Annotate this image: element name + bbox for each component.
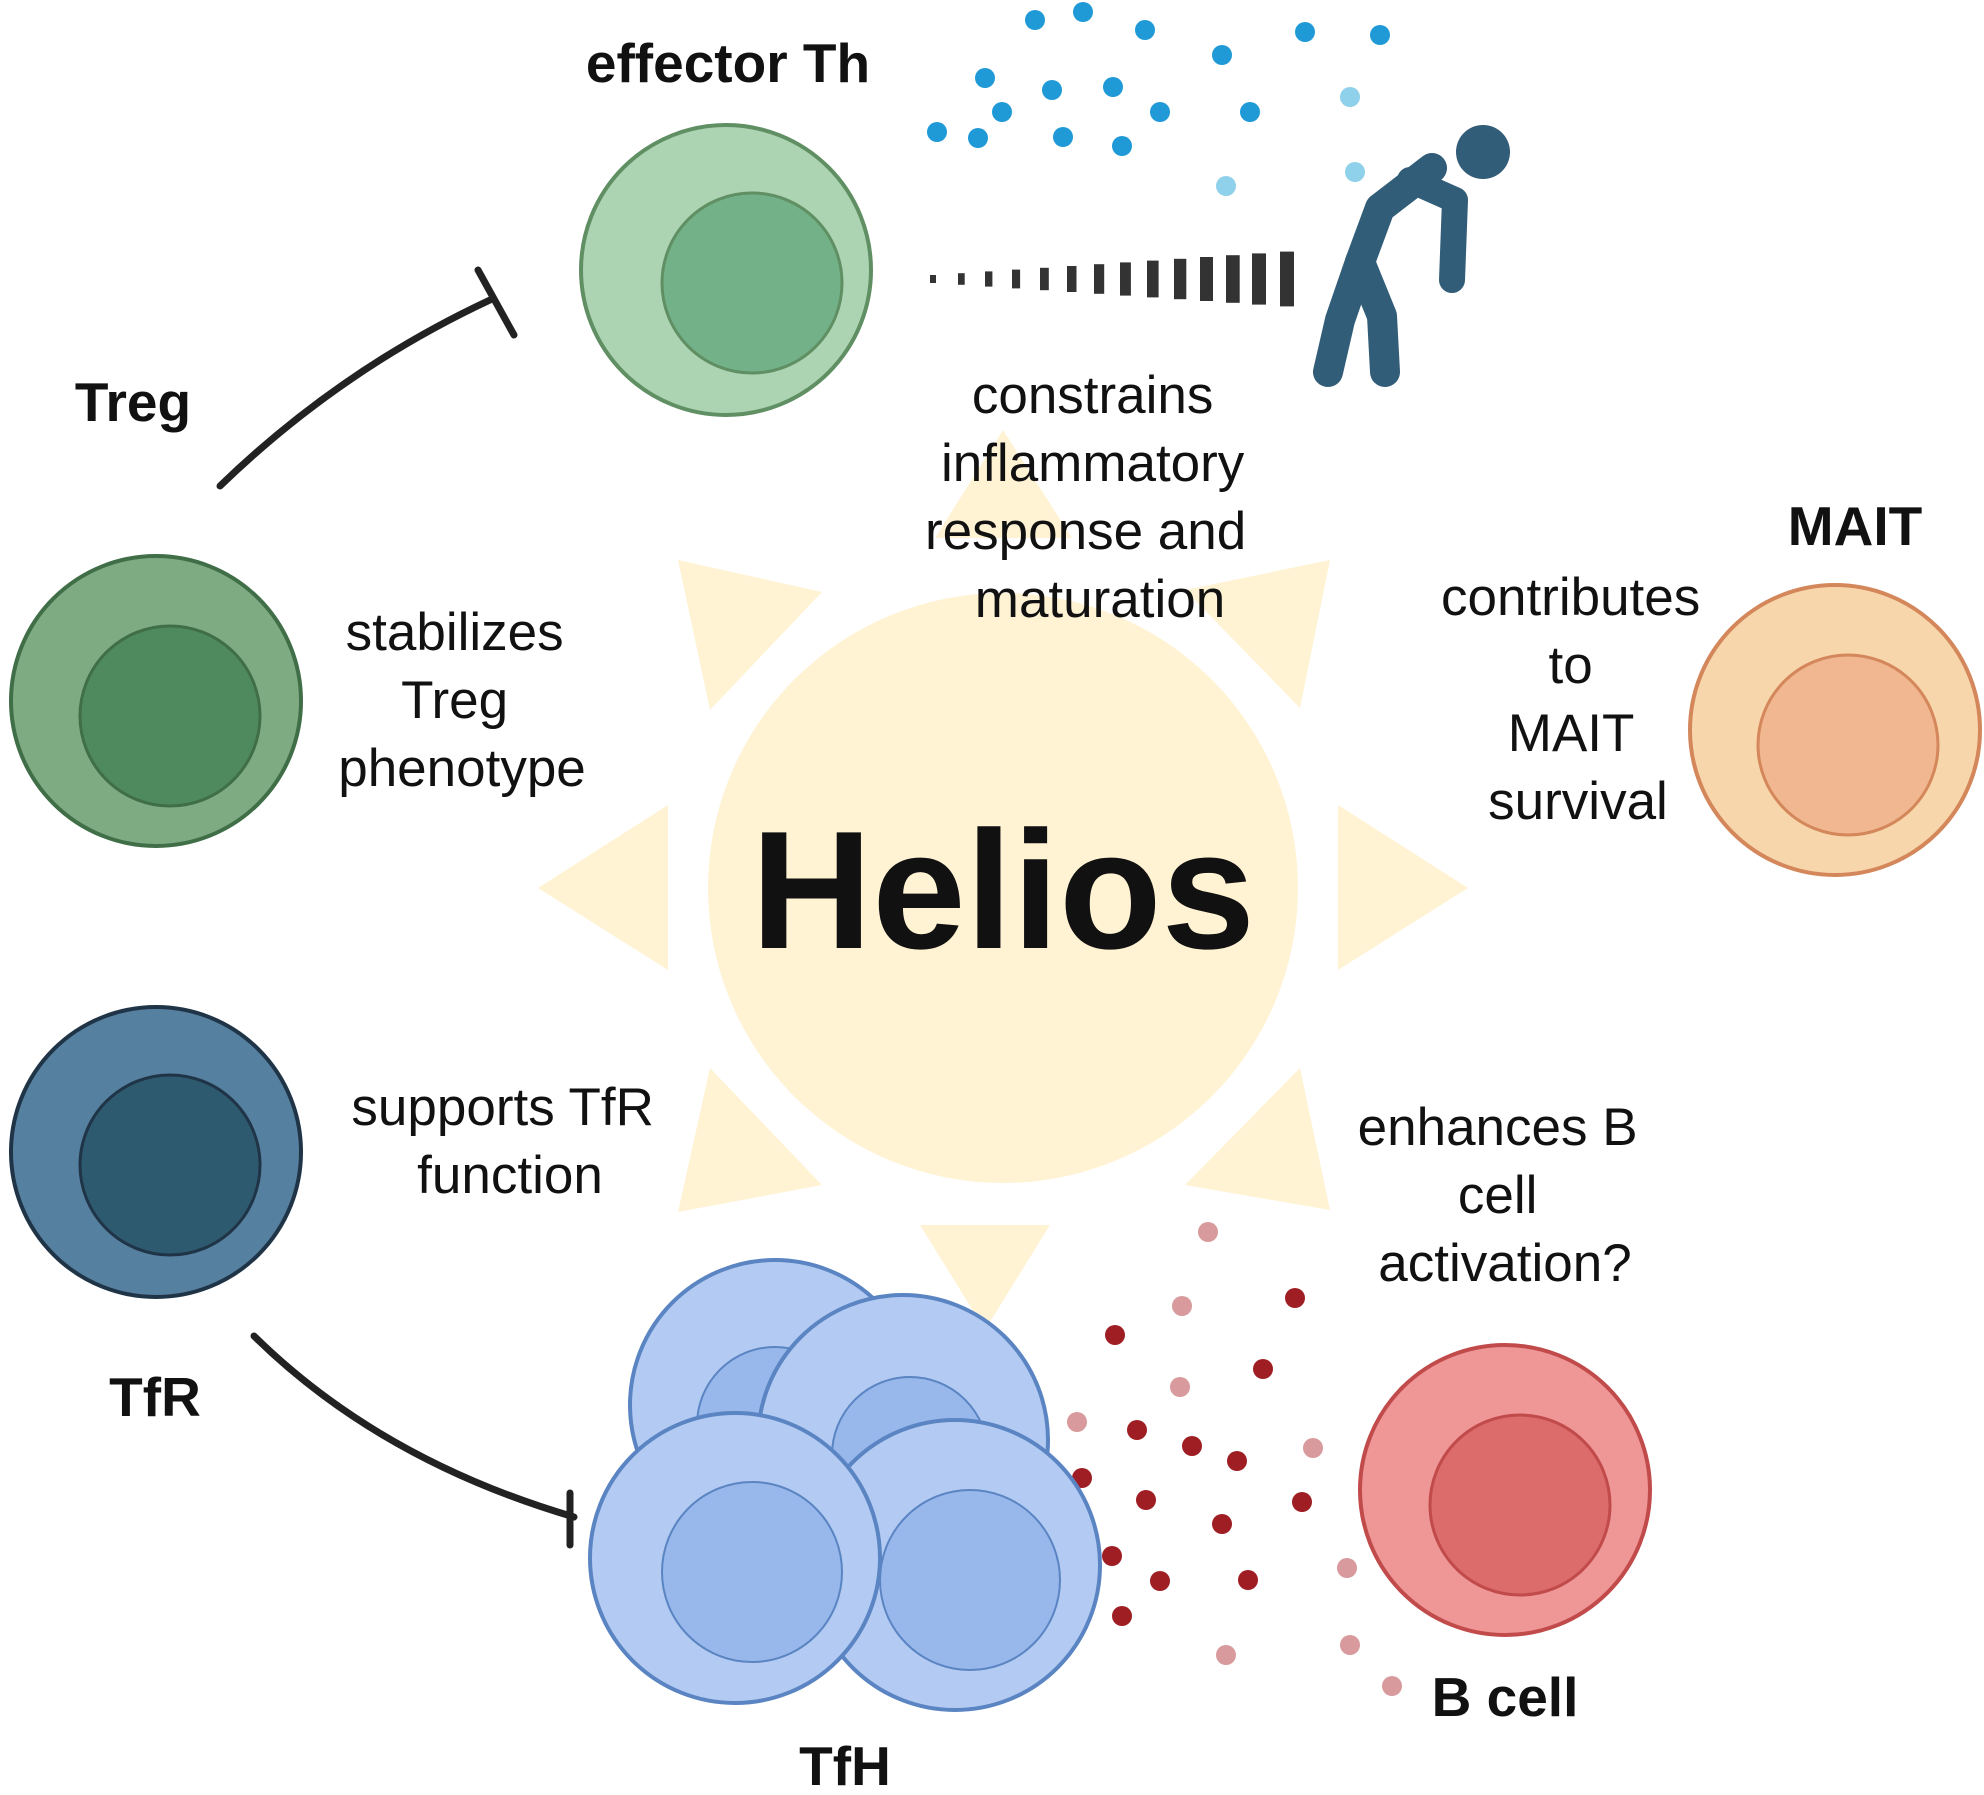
cytokine-dot [1105, 1325, 1125, 1345]
cytokine-dot [1042, 80, 1062, 100]
sun-ray-top-right [1185, 560, 1330, 708]
sun-rays [538, 430, 1468, 1330]
cytokine-dot [1292, 1492, 1312, 1512]
cytokine-dot [992, 102, 1012, 122]
effector-th-cell [579, 123, 873, 417]
cytokine-dot [1216, 1645, 1236, 1665]
cytokine-dot [1253, 1359, 1273, 1379]
effector-th-label: effector Th [586, 32, 870, 94]
sick-person-icon [1313, 125, 1510, 387]
mait-effect-text: contributes to MAIT survival [1441, 568, 1715, 831]
mait-label: MAIT [1788, 495, 1922, 557]
sun-ray-left [538, 805, 668, 970]
cytokine-dot [968, 128, 988, 148]
cytokine-dot [1340, 87, 1360, 107]
cytokine-dot [1303, 1438, 1323, 1458]
tfr-effect-text: supports TfR function [351, 1078, 668, 1205]
signal-gradient-icon [930, 251, 1294, 307]
gradient-bar [1174, 258, 1187, 300]
cytokine-dot [1053, 127, 1073, 147]
cytokine-dot [1127, 1420, 1147, 1440]
cytokine-dot [1025, 10, 1045, 30]
cytokine-dot [1135, 20, 1155, 40]
helios-sun [708, 593, 1298, 1183]
cytokine-dot [1285, 1288, 1305, 1308]
gradient-bar [985, 271, 993, 287]
cytokine-dot [1382, 1676, 1402, 1696]
tfr-label: TfR [109, 1366, 201, 1428]
cytokine-dot [1102, 1546, 1122, 1566]
cytokine-dot [1227, 1451, 1247, 1471]
cytokine-dot [1172, 1296, 1192, 1316]
gradient-bar [1226, 255, 1240, 303]
cytokine-dot [1212, 45, 1232, 65]
b-cell [1358, 1343, 1652, 1637]
tfh-label: TfH [799, 1735, 891, 1795]
cytokine-dot [1112, 136, 1132, 156]
sun-ray-top [935, 430, 1072, 538]
treg-label: Treg [75, 371, 191, 433]
gradient-bar [958, 273, 965, 285]
gradient-bar [1252, 253, 1266, 305]
tfr-inhibits-tfh [250, 1332, 578, 1549]
gradient-bar [1200, 257, 1213, 301]
treg-effect-text: stabilizes Treg phenotype [338, 603, 586, 798]
gradient-bar [1147, 260, 1159, 298]
cytokine-dot [1238, 1570, 1258, 1590]
gradient-bar [1094, 264, 1105, 294]
gradient-bar [1120, 262, 1131, 296]
cytokine-dot [1170, 1377, 1190, 1397]
effector-th-effect-text: constrains inflammatory response and mat… [925, 366, 1261, 629]
cytokine-dot [1182, 1436, 1202, 1456]
treg-cell [9, 554, 303, 848]
cytokine-dot [1136, 1490, 1156, 1510]
cytokine-dot [1112, 1606, 1132, 1626]
tfh-cell-cluster [588, 1258, 1102, 1712]
gradient-bar [1012, 269, 1021, 289]
tfr-cell [9, 1005, 303, 1299]
b-cell-effect-text: enhances B cell activation? [1358, 1098, 1653, 1293]
cytokine-dot [927, 122, 947, 142]
cytokine-dot [975, 68, 995, 88]
mait-cell [1688, 583, 1982, 877]
cytokine-dot [1212, 1514, 1232, 1534]
cytokine-dot [1150, 1571, 1170, 1591]
red-cytokines [1067, 1222, 1402, 1696]
cytokine-dot [1103, 77, 1123, 97]
cytokine-dot [1067, 1412, 1087, 1432]
cytokine-dot [1073, 2, 1093, 22]
cytokine-dot [1295, 22, 1315, 42]
sun-ray-right [1338, 805, 1468, 970]
cytokine-dot [1198, 1222, 1218, 1242]
sun-ray-bottom-left [678, 1068, 822, 1212]
cytokine-dot [1340, 1635, 1360, 1655]
cytokine-dot [1370, 25, 1390, 45]
gradient-bar [1280, 251, 1294, 307]
blue-cytokines [927, 2, 1390, 196]
cytokine-dot [1240, 102, 1260, 122]
sun-ray-top-left [678, 560, 822, 710]
helios-title: Helios [751, 796, 1255, 984]
treg-inhibits-effector-th [216, 266, 518, 490]
b-cell-label: B cell [1432, 1666, 1579, 1728]
sun-ray-bottom-right [1185, 1068, 1330, 1210]
cytokine-dot [1150, 102, 1170, 122]
cytokine-dot [1337, 1558, 1357, 1578]
gradient-bar [1040, 267, 1049, 291]
sun-ray-bottom [920, 1225, 1050, 1330]
gradient-bar [930, 275, 936, 283]
gradient-bar [1067, 266, 1077, 292]
cytokine-dot [1216, 176, 1236, 196]
cytokine-dot [1345, 162, 1365, 182]
